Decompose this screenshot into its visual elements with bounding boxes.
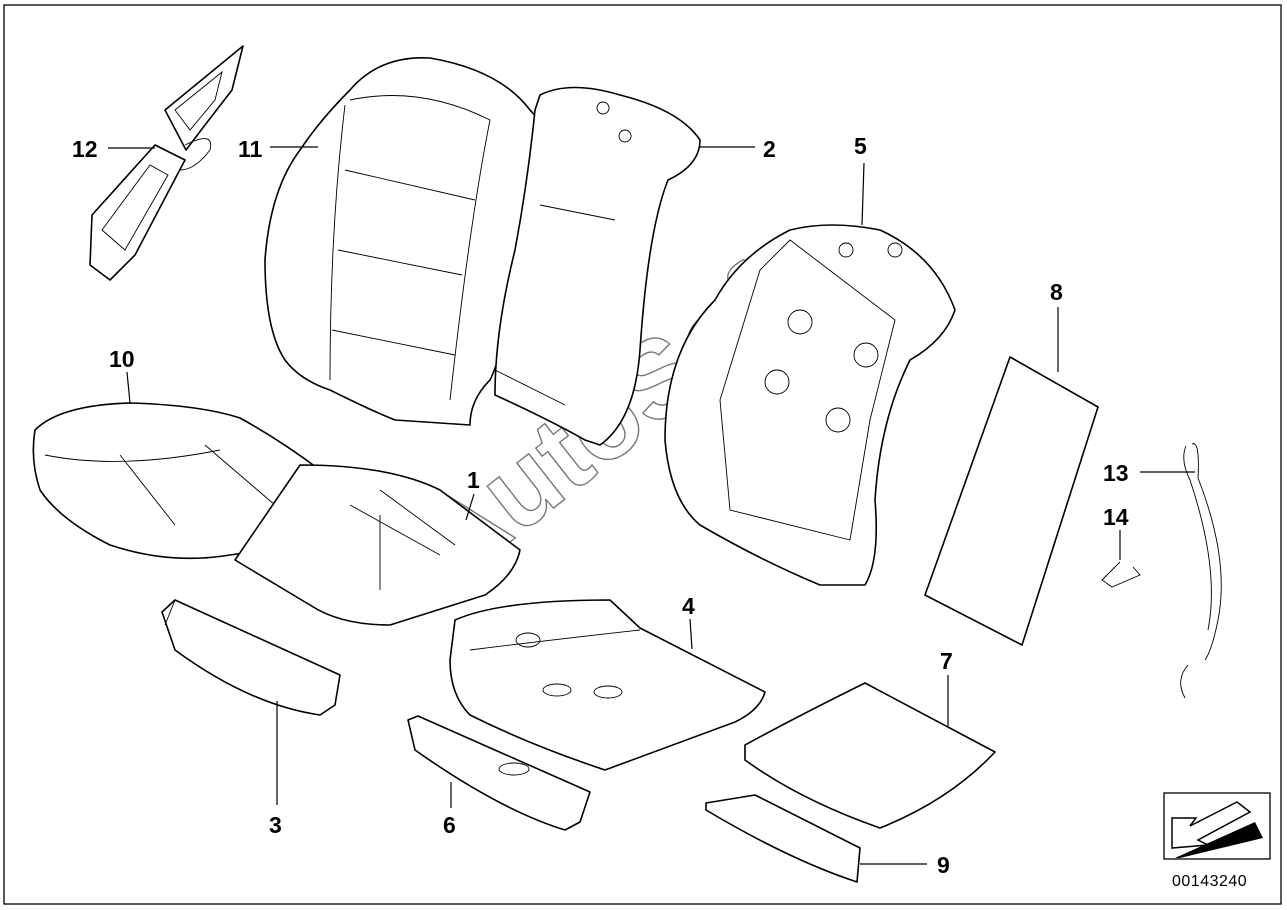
callout-7: 7 [940,648,953,674]
part-6-trim-panel [407,715,591,831]
part-4-seat-pan [449,599,766,771]
part-9-small-pad [705,794,861,883]
part-1-seat-frame [234,464,521,626]
part-2-backrest-frame [494,86,701,446]
part-3-side-bolster [161,599,341,716]
callout-6: 6 [443,812,456,838]
part-11-backrest-cover [264,56,549,426]
callouts: 12 11 2 5 8 10 1 13 14 4 7 3 6 9 [72,133,1129,878]
diagram-number: 00143240 [1172,873,1247,890]
callout-11: 11 [238,136,263,162]
callout-1: 1 [467,467,480,493]
part-13-wire [1180,443,1222,699]
callout-12: 12 [72,136,98,162]
callout-14: 14 [1103,504,1129,530]
callout-3: 3 [269,812,282,838]
arrow-pointer-icon [1163,792,1271,860]
callout-8: 8 [1050,279,1063,305]
callout-5: 5 [854,133,867,159]
part-5-backrest-pan [664,224,956,586]
callout-9: 9 [937,852,950,878]
callout-10: 10 [109,346,135,372]
part-12-heating-pad [89,45,244,281]
part-8-foam-pad [924,356,1099,646]
part-7-cushion-pad [744,682,996,829]
part-14-clip [1101,561,1141,588]
callout-13: 13 [1103,460,1129,486]
callout-4: 4 [682,593,695,619]
callout-2: 2 [763,136,776,162]
leader-lines [108,146,1195,865]
